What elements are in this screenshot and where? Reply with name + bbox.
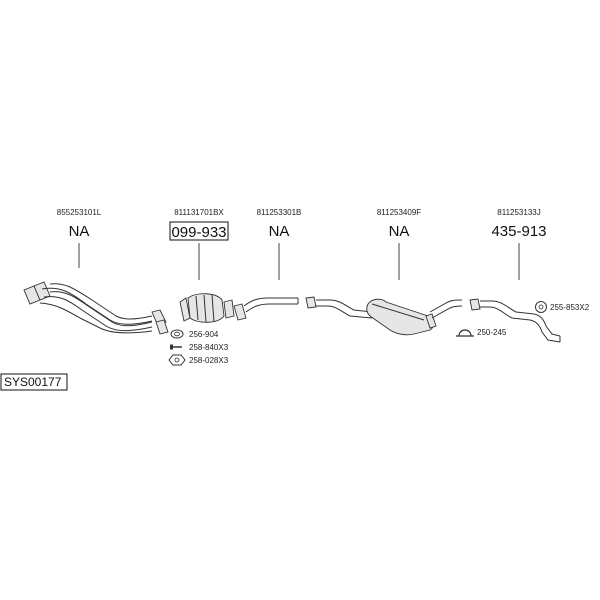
code-catalytic-converter[interactable]: 099-933 — [171, 224, 226, 241]
intermediate-pipe-drawing — [233, 297, 299, 321]
muffler-drawing — [305, 296, 463, 336]
part-number-intermediate-pipe: 811253301B — [257, 208, 302, 217]
accessory-label: 255-853X2 — [550, 303, 590, 312]
accessory-label: 256-904 — [189, 330, 219, 339]
system-code: SYS00177 — [4, 375, 62, 389]
accessory-label: 258-028X3 — [189, 356, 229, 365]
clamp-icon — [456, 329, 474, 337]
part-number-front-pipe: 855253101L — [57, 208, 102, 217]
part-number-tail-pipe: 811253133J — [497, 208, 540, 217]
tail-pipe-drawing — [469, 298, 561, 343]
code-muffler: NA — [389, 223, 410, 240]
system-code-box — [0, 373, 68, 391]
gasket-icon — [170, 329, 184, 339]
code-box — [169, 221, 229, 241]
code-front-pipe: NA — [69, 223, 90, 240]
nut-icon — [168, 354, 186, 366]
rubber-mount-icon — [535, 301, 547, 313]
code-tail-pipe: 435-913 — [491, 223, 546, 240]
front-pipe-drawing — [23, 281, 169, 335]
catalytic-converter-drawing — [179, 293, 235, 323]
part-number-catalytic-converter: 811131701BX — [174, 208, 224, 217]
code-intermediate-pipe: NA — [269, 223, 290, 240]
accessory-label: 258-840X3 — [189, 343, 229, 352]
accessory-label: 250-245 — [477, 328, 507, 337]
part-number-muffler: 811253409F — [377, 208, 421, 217]
bolt-icon — [170, 344, 182, 350]
